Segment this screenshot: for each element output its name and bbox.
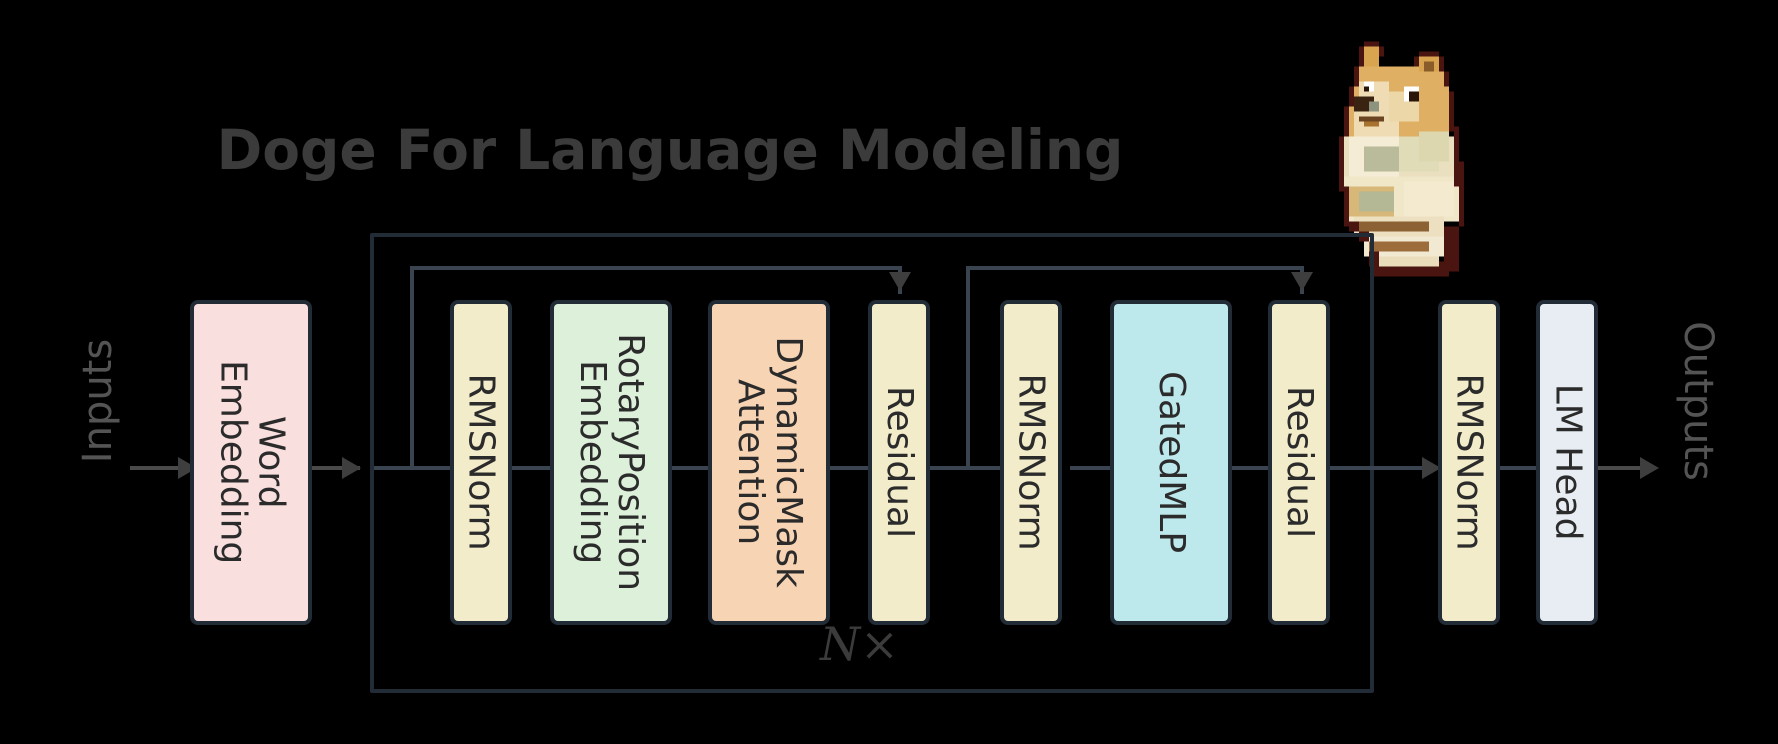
node-rmsnorm-2-label: RMSNorm: [1011, 373, 1053, 552]
connector-spine-1: [374, 466, 450, 470]
node-residual-2[interactable]: Residual: [1268, 300, 1330, 625]
skip1-top-run: [410, 266, 902, 270]
connector-rmsnorm-3-to-lm-head: [1500, 466, 1542, 470]
connector-spine-5: [930, 466, 1000, 470]
skip2-riser: [966, 266, 970, 468]
connector-spine-6: [1070, 466, 1110, 470]
node-rmsnorm-1[interactable]: RMSNorm: [450, 300, 512, 625]
node-rmsnorm-3-label: RMSNorm: [1449, 373, 1491, 552]
node-residual-1-label: Residual: [879, 386, 921, 539]
node-rmsnorm-3[interactable]: RMSNorm: [1438, 300, 1500, 625]
connector-lm-head-to-outputs: [1598, 466, 1650, 470]
outputs-label: Outputs: [1675, 321, 1721, 481]
skip2-top-run: [966, 266, 1304, 270]
repeated-block-container: [370, 233, 1374, 693]
node-residual-1[interactable]: Residual: [868, 300, 930, 625]
arrowhead-into-block-container: [342, 457, 361, 479]
node-lm-head-label: LM Head: [1547, 384, 1589, 541]
node-gated-mlp-label: GatedMLP: [1151, 371, 1193, 554]
connector-spine-7: [1228, 466, 1268, 470]
arrowhead-into-rmsnorm-3: [1422, 457, 1441, 479]
page-title: Doge For Language Modeling: [216, 118, 1124, 182]
node-rmsnorm-1-label: RMSNorm: [461, 373, 503, 552]
node-lm-head[interactable]: LM Head: [1536, 300, 1598, 625]
connector-block-to-rmsnorm-3: [1330, 466, 1438, 470]
connector-spine-4: [830, 466, 870, 470]
arrowhead-into-residual-1: [889, 272, 911, 291]
doge-mascot-icon: [1334, 36, 1504, 282]
skip1-riser: [410, 266, 414, 468]
connector-inputs-to-word-embedding: [130, 466, 180, 470]
repeat-count-label: N×: [820, 617, 899, 671]
node-rmsnorm-2[interactable]: RMSNorm: [1000, 300, 1062, 625]
connector-word-embedding-to-block: [312, 466, 360, 470]
inputs-label: Inputs: [75, 338, 121, 464]
connector-spine-2: [510, 466, 552, 470]
arrowhead-into-outputs: [1640, 457, 1659, 479]
node-residual-2-label: Residual: [1279, 386, 1321, 539]
node-gated-mlp[interactable]: GatedMLP: [1110, 300, 1232, 625]
arrowhead-into-residual-2: [1291, 272, 1313, 291]
connector-spine-3: [670, 466, 708, 470]
